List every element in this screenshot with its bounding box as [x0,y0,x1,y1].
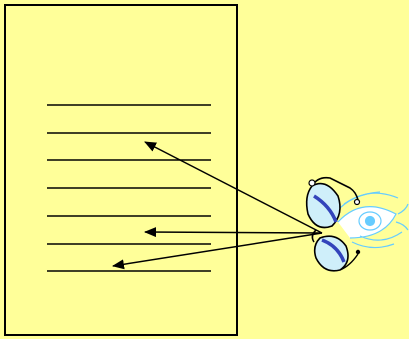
eye-icon [335,191,409,249]
eyeglasses-and-eye-icon [305,176,409,272]
gaze-arrow-middle [144,227,323,238]
gaze-arrow-lower [112,232,323,270]
text-lines [47,104,211,272]
glasses-upper-lens [305,176,361,229]
document-page-icon [4,4,238,336]
gaze-arrows [112,141,323,270]
gaze-arrow-upper [144,141,323,234]
glasses-lower-lens [311,229,361,272]
